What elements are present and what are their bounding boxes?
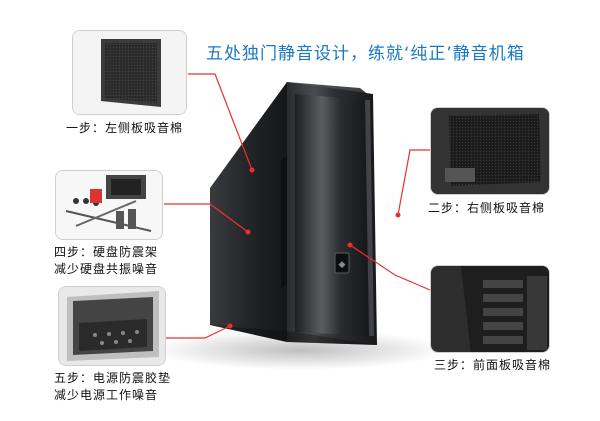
callout-caption-step-4: 四步：硬盘防震架 减少硬盘共振噪音: [54, 244, 158, 278]
svg-text:◆: ◆: [339, 260, 346, 270]
callout-5-line-1: 五步：电源防震胶垫: [54, 371, 172, 385]
connector-step-4: [164, 203, 249, 233]
connector-step-1-dot: [249, 167, 255, 173]
headline-part-1: 五处独门静音设计，练就: [206, 44, 404, 64]
front-panel-thumbnail: [430, 265, 550, 353]
headline-part-2: ‘纯正’静音机箱: [404, 44, 525, 64]
hdd-bracket-thumbnail: [55, 170, 163, 240]
psu-bay-image: [59, 287, 165, 365]
callout-caption-step-2: 二步：右侧板吸音棉: [428, 200, 545, 217]
front-panel-foam-image: [431, 266, 549, 352]
headline: 五处独门静音设计，练就‘纯正’静音机箱: [206, 44, 586, 64]
left-panel-foam-image: [73, 31, 186, 114]
callout-2-line-1: 二步：右侧板吸音棉: [428, 201, 546, 215]
pc-case-illustration: ◆: [210, 82, 377, 345]
psu-pad-thumbnail: [58, 286, 166, 366]
callout-caption-step-5: 五步：电源防震胶垫 减少电源工作噪音: [54, 370, 171, 404]
connector-step-3-dot: [347, 242, 353, 248]
right-panel-thumbnail: [430, 107, 550, 195]
callout-4-line-2: 减少硬盘共振噪音: [54, 262, 159, 276]
connector-step-5-dot: [227, 323, 233, 329]
connector-step-1: [188, 73, 253, 171]
connector-step-2-dot: [395, 212, 401, 218]
callout-caption-step-1: 一步：左侧板吸音棉: [66, 120, 183, 137]
connector-step-2: [397, 149, 430, 216]
callout-1-line-1: 一步：左侧板吸音棉: [66, 121, 184, 135]
connector-step-4-dot: [245, 229, 251, 235]
callout-4-line-1: 四步：硬盘防震架: [54, 245, 159, 259]
callout-3-line-1: 三步：前面板吸音棉: [434, 358, 552, 372]
right-panel-foam-image: [431, 108, 549, 194]
callout-caption-step-3: 三步：前面板吸音棉: [434, 357, 551, 374]
hdd-bracket-parts-image: [56, 171, 162, 239]
connector-step-5: [166, 325, 231, 339]
callout-5-line-2: 减少电源工作噪音: [54, 388, 159, 402]
left-panel-thumbnail: [72, 30, 187, 115]
connector-step-3: [349, 244, 431, 291]
